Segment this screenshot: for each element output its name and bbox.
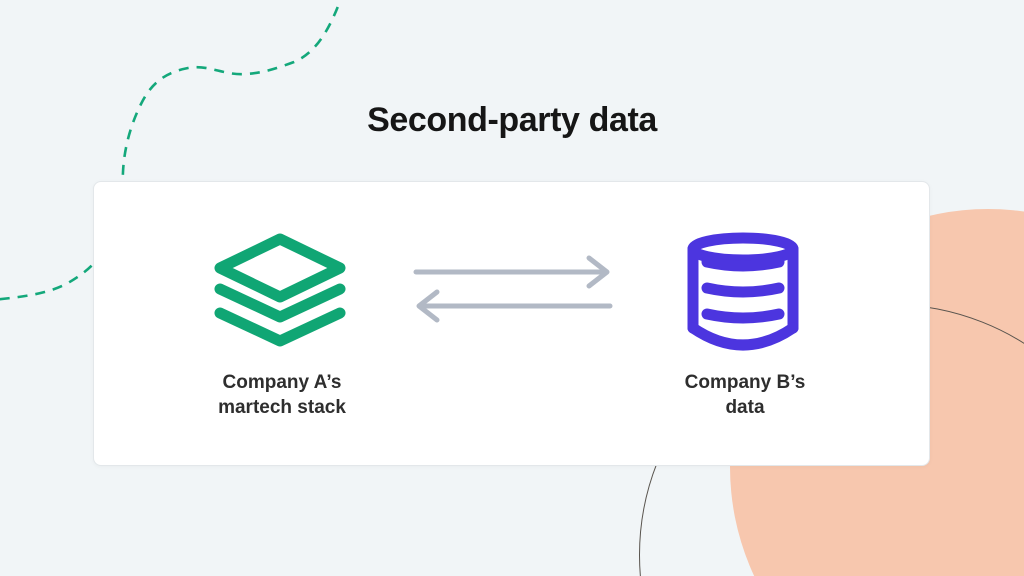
layers-icon [214, 233, 346, 347]
exchange-arrows [413, 255, 613, 323]
database-icon [687, 232, 799, 351]
page-title: Second-party data [367, 101, 657, 139]
company-b-label-line1: Company B’s [684, 372, 806, 393]
company-a-label-line1: Company A’s [222, 372, 342, 393]
diagram-card: Company A’s martech stack Company B’s da… [93, 181, 930, 466]
arrow-right-icon [413, 255, 610, 289]
company-b-label: Company B’s data [625, 370, 865, 420]
company-a-label: Company A’s martech stack [162, 370, 402, 420]
arrow-left-icon [416, 289, 613, 323]
company-a-label-line2: martech stack [218, 397, 346, 418]
company-b-label-line2: data [725, 397, 765, 418]
